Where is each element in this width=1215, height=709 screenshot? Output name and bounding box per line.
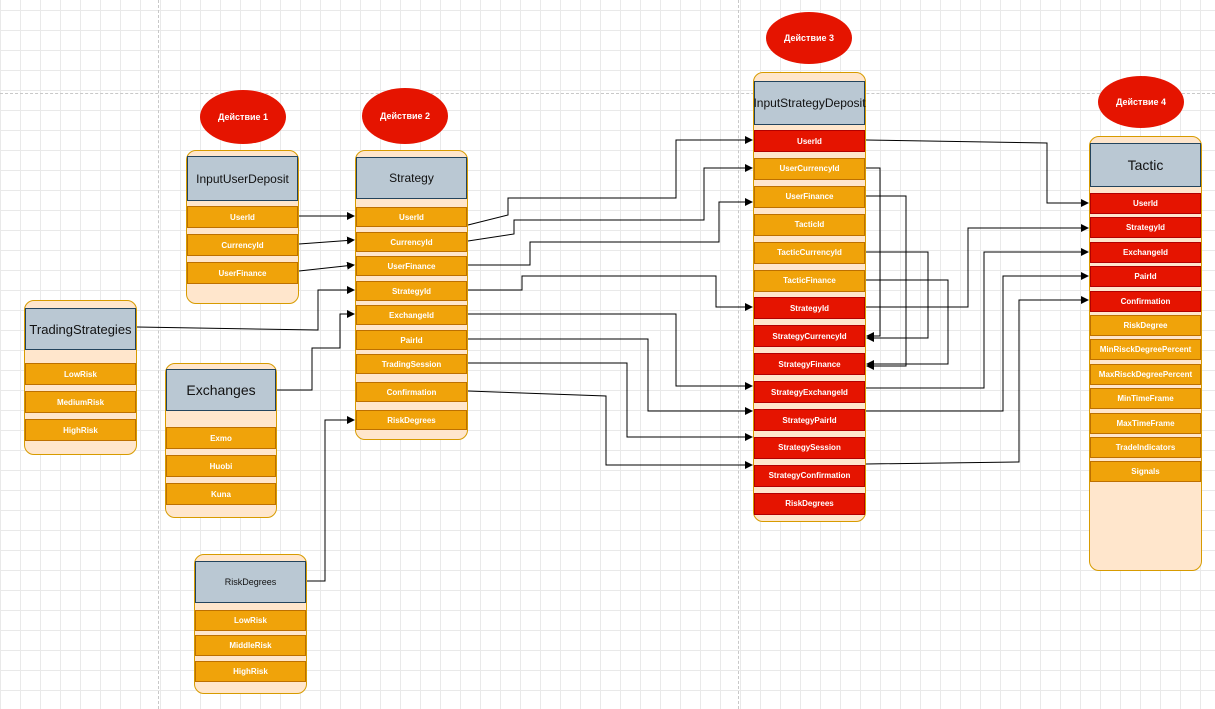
input-strategy-deposit-field-strategypairid[interactable]: StrategyPairId — [754, 409, 865, 431]
tactic-field-maxtimeframe[interactable]: MaxTimeFrame — [1090, 412, 1201, 434]
input-strategy-deposit-field-strategyexchangeid[interactable]: StrategyExchangeId — [754, 381, 865, 404]
tactic-field-strategyid[interactable]: StrategyId — [1090, 217, 1201, 239]
trading-strategies-field-mediumrisk[interactable]: MediumRisk — [25, 391, 136, 413]
input-user-deposit-field-currencyid[interactable]: CurrencyId — [187, 234, 298, 256]
connector — [298, 236, 355, 245]
tactic-field-minrisckdegreepercent[interactable]: MinRisckDegreePercent — [1090, 339, 1201, 361]
input-strategy-deposit-field-tacticcurrencyid[interactable]: TacticCurrencyId — [754, 241, 865, 264]
action-1-ellipse[interactable]: Действие 1 — [200, 90, 286, 144]
trading-strategies-field-lowrisk[interactable]: LowRisk — [25, 363, 136, 385]
strategy-field-userid[interactable]: UserId — [356, 207, 467, 227]
risk-degrees-title[interactable]: RiskDegrees — [195, 561, 306, 603]
input-user-deposit-field-userid[interactable]: UserId — [187, 206, 298, 228]
guide-line-vertical — [158, 0, 159, 709]
guide-line-horizontal — [0, 93, 1215, 94]
connector — [468, 275, 753, 311]
connector — [468, 313, 753, 390]
strategy-field-exchangeid[interactable]: ExchangeId — [356, 305, 467, 325]
connector — [866, 279, 949, 368]
connector — [468, 362, 753, 441]
strategy-field-currencyid[interactable]: CurrencyId — [356, 232, 467, 252]
input-user-deposit-field-userfinance[interactable]: UserFinance — [187, 262, 298, 284]
input-strategy-deposit-field-riskdegrees[interactable]: RiskDegrees — [754, 492, 865, 515]
connector — [865, 139, 1089, 207]
trading-strategies-table[interactable]: TradingStrategies LowRisk MediumRisk Hig… — [24, 300, 137, 455]
connector — [866, 248, 1089, 389]
connector — [866, 251, 929, 342]
input-strategy-deposit-field-strategysession[interactable]: StrategySession — [754, 436, 865, 459]
exchanges-field-kuna[interactable]: Kuna — [166, 483, 276, 505]
tactic-field-riskdegree[interactable]: RiskDegree — [1090, 315, 1201, 336]
connector — [467, 136, 753, 226]
input-user-deposit-table[interactable]: InputUserDeposit UserId CurrencyId UserF… — [186, 150, 299, 304]
connector — [866, 195, 907, 370]
input-user-deposit-title[interactable]: InputUserDeposit — [187, 156, 298, 201]
connector — [468, 198, 753, 266]
input-strategy-deposit-field-userfinance[interactable]: UserFinance — [754, 185, 865, 208]
input-strategy-deposit-field-strategyfinance[interactable]: StrategyFinance — [754, 353, 865, 376]
strategy-title[interactable]: Strategy — [356, 157, 467, 199]
strategy-field-confirmation[interactable]: Confirmation — [356, 382, 467, 402]
tactic-field-userid[interactable]: UserId — [1090, 193, 1201, 214]
strategy-field-pairid[interactable]: PairId — [356, 330, 467, 350]
connector — [467, 390, 753, 469]
input-strategy-deposit-title[interactable]: InputStrategyDeposit — [753, 81, 866, 125]
strategy-field-tradingsession[interactable]: TradingSession — [356, 354, 467, 374]
trading-strategies-title[interactable]: TradingStrategies — [25, 308, 136, 350]
input-strategy-deposit-field-strategyconfirmation[interactable]: StrategyConfirmation — [754, 464, 865, 487]
tactic-field-maxrisckdegreepercent[interactable]: MaxRisckDegreePercent — [1090, 363, 1201, 385]
input-strategy-deposit-field-usercurrencyid[interactable]: UserCurrencyId — [754, 157, 865, 180]
exchanges-field-exmo[interactable]: Exmo — [166, 427, 276, 449]
action-2-ellipse[interactable]: Действие 2 — [362, 88, 448, 144]
connector — [866, 224, 1089, 308]
risk-degrees-field-middlerisk[interactable]: MiddleRisk — [195, 635, 306, 656]
tactic-field-mintimeframe[interactable]: MinTimeFrame — [1090, 388, 1201, 410]
input-strategy-deposit-field-userid[interactable]: UserId — [754, 130, 865, 152]
action-4-ellipse[interactable]: Действие 4 — [1098, 76, 1184, 128]
connector — [307, 416, 355, 582]
strategy-field-userfinance[interactable]: UserFinance — [356, 256, 467, 276]
exchanges-table[interactable]: Exchanges Exmo Huobi Kuna — [165, 363, 277, 518]
guide-line-vertical — [738, 0, 739, 709]
connector — [468, 338, 753, 415]
strategy-table[interactable]: Strategy UserId CurrencyId UserFinance S… — [355, 150, 468, 440]
connector — [866, 272, 1089, 412]
tactic-field-tradeindicators[interactable]: TradeIndicators — [1090, 437, 1201, 458]
tactic-field-pairid[interactable]: PairId — [1090, 266, 1201, 288]
tactic-field-signals[interactable]: Signals — [1090, 461, 1201, 483]
input-strategy-deposit-field-strategycurrencyid[interactable]: StrategyCurrencyId — [754, 325, 865, 348]
connector — [467, 164, 753, 242]
connector — [865, 296, 1089, 465]
exchanges-title[interactable]: Exchanges — [166, 369, 276, 411]
tactic-title[interactable]: Tactic — [1090, 143, 1201, 187]
tactic-field-exchangeid[interactable]: ExchangeId — [1090, 241, 1201, 263]
strategy-field-strategyid[interactable]: StrategyId — [356, 281, 467, 301]
exchanges-field-huobi[interactable]: Huobi — [166, 455, 276, 477]
trading-strategies-field-highrisk[interactable]: HighRisk — [25, 419, 136, 441]
action-3-ellipse[interactable]: Действие 3 — [766, 12, 852, 64]
input-strategy-deposit-field-tacticfinance[interactable]: TacticFinance — [754, 269, 865, 292]
risk-degrees-field-highrisk[interactable]: HighRisk — [195, 661, 306, 682]
strategy-field-riskdegrees[interactable]: RiskDegrees — [356, 410, 467, 430]
connector — [277, 310, 355, 391]
tactic-field-confirmation[interactable]: Confirmation — [1090, 290, 1201, 312]
risk-degrees-table[interactable]: RiskDegrees LowRisk MiddleRisk HighRisk — [194, 554, 307, 694]
connector — [298, 261, 355, 272]
connector — [136, 286, 355, 331]
input-strategy-deposit-field-tacticid[interactable]: TacticId — [754, 213, 865, 236]
input-strategy-deposit-field-strategyid[interactable]: StrategyId — [754, 297, 865, 320]
risk-degrees-field-lowrisk[interactable]: LowRisk — [195, 610, 306, 631]
